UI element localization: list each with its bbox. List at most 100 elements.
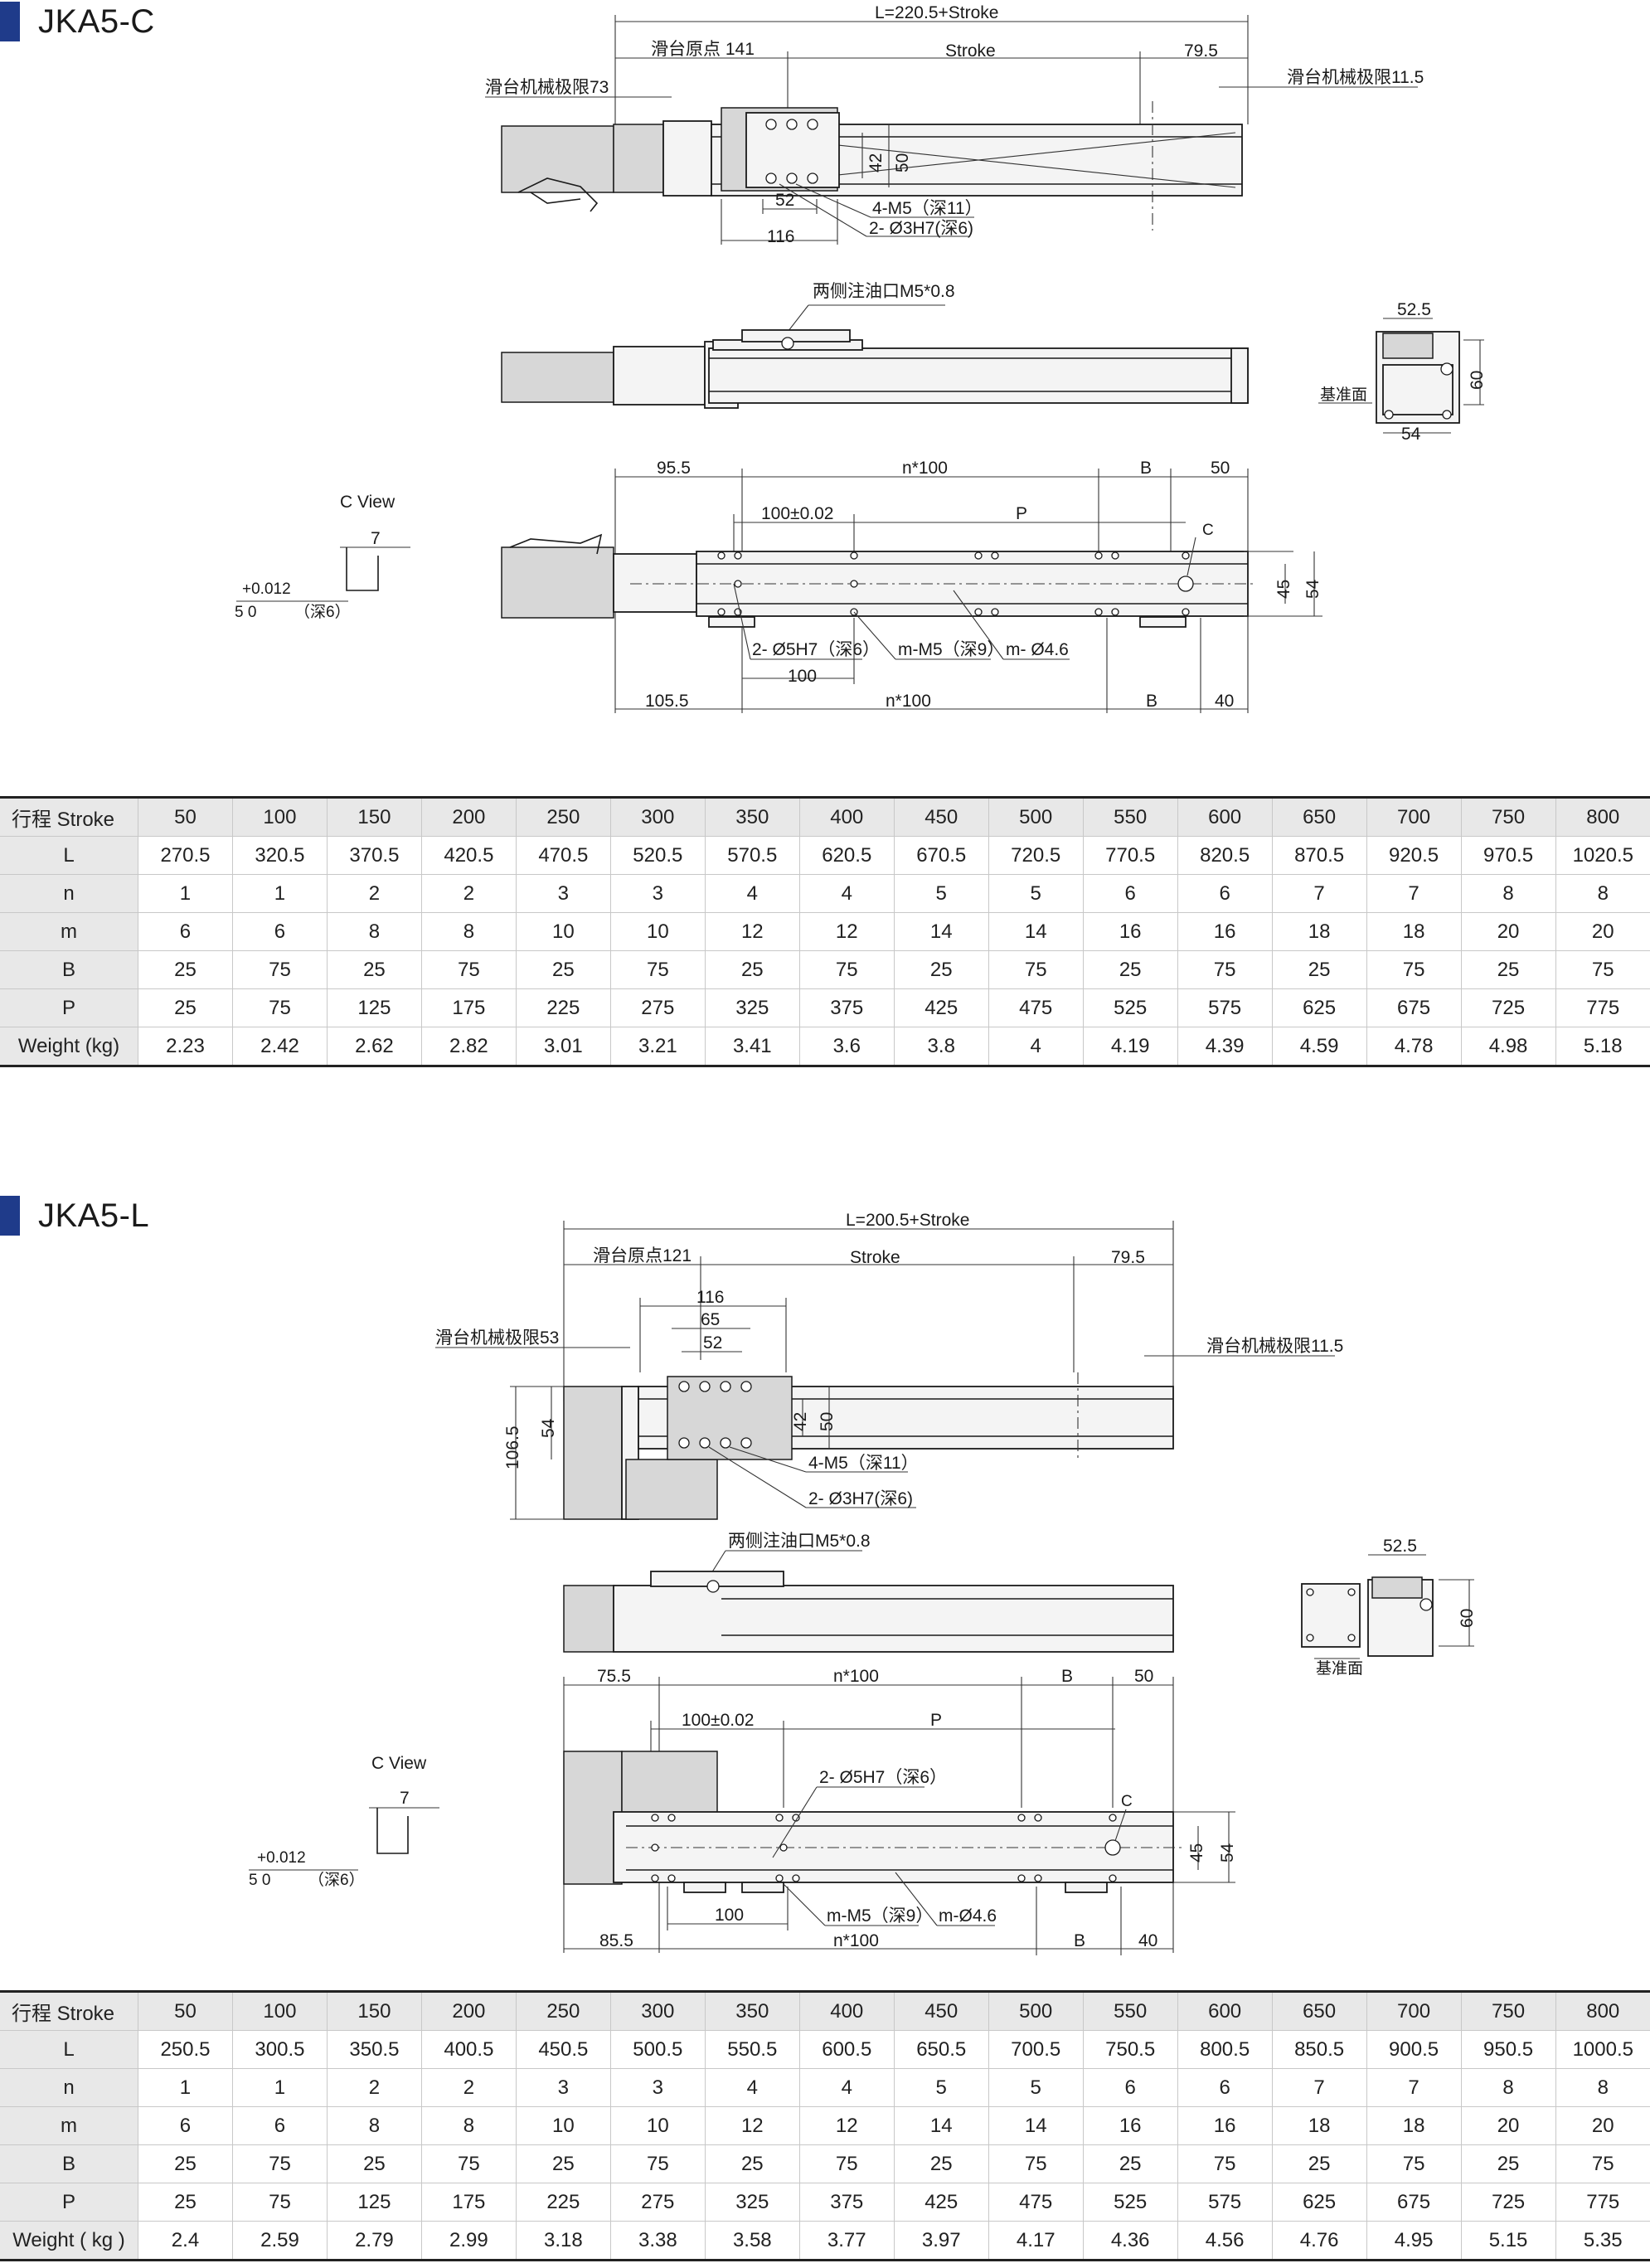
table-cell: 3.8	[894, 1027, 989, 1066]
table-cell: 2.23	[138, 1027, 233, 1066]
dim-top-right: 50	[1134, 1667, 1153, 1686]
table-cell: 625	[1272, 988, 1367, 1027]
dim-P: P	[1016, 504, 1027, 523]
table-cell: 75	[232, 950, 328, 989]
table-cell: 375	[799, 988, 895, 1027]
table-cell: 325	[705, 2183, 800, 2222]
dim-bot-left: 85.5	[599, 1931, 633, 1950]
table-cell: 18	[1366, 2106, 1462, 2145]
oil-port	[706, 1580, 720, 1593]
table-cell: 12	[799, 912, 895, 951]
table-cell: 6	[1083, 2068, 1178, 2107]
table-cell: 850.5	[1272, 2030, 1367, 2069]
table-cell: 14	[894, 2106, 989, 2145]
dim-w65: 65	[701, 1310, 720, 1329]
row-label: P	[0, 988, 138, 1027]
table-cell: 3.01	[516, 1027, 611, 1066]
row-label: Weight (kg)	[0, 1027, 138, 1066]
row-label: L	[0, 836, 138, 875]
table-cell: 18	[1366, 912, 1462, 951]
c-view: C View 7 +0.012 5 0 （深6）	[249, 1754, 439, 1889]
table-cell: 8	[421, 912, 517, 951]
dim-h42: 42	[866, 153, 886, 172]
table-cell: 370.5	[327, 836, 422, 875]
table-cell: 5.18	[1583, 1034, 1623, 1057]
note-dowel: 2- Ø5H7（深6）	[752, 640, 880, 659]
table-cell: 4	[705, 874, 800, 913]
table-cell: 700.5	[988, 2030, 1084, 2069]
row-label: B	[0, 2144, 138, 2183]
table-cell: 720.5	[988, 836, 1084, 875]
table-cell: 3	[516, 2068, 611, 2107]
note-oil: 两侧注油口M5*0.8	[813, 282, 955, 301]
dim-cview-7: 7	[400, 1789, 410, 1808]
stroke-cell: 100	[232, 797, 328, 837]
table-cell: 25	[1272, 2144, 1367, 2183]
table-cell: 75	[1555, 950, 1650, 989]
table-cell: 920.5	[1366, 836, 1462, 875]
table-cell: 275	[610, 2183, 706, 2222]
stroke-cell: 400	[799, 797, 895, 837]
dim-w52: 52	[703, 1333, 722, 1353]
dim-h54: 54	[1303, 579, 1322, 599]
dim-cview-depth: （深6）	[294, 603, 351, 621]
table-cell: 6	[1177, 2068, 1273, 2107]
stroke-cell: 700	[1366, 797, 1462, 837]
table-cell: 75	[1366, 950, 1462, 989]
dim-cview-depth: （深6）	[308, 1871, 365, 1889]
table-cell: 7	[1366, 874, 1462, 913]
table-cell: 20	[1461, 912, 1556, 951]
table-cell: 25	[516, 950, 611, 989]
dim-pitch: 100±0.02	[761, 504, 833, 523]
bottom-view: 95.5 n*100 B 50 100±0.02 P C	[501, 459, 1322, 713]
table-cell: 7	[1366, 2068, 1462, 2107]
table-cell: 500.5	[610, 2030, 706, 2069]
dim-h106: 106.5	[503, 1425, 522, 1469]
table-cell: 820.5	[1177, 836, 1273, 875]
dim-origin: 滑台原点 141	[651, 40, 755, 59]
row-label: Weight ( kg )	[0, 2221, 138, 2261]
motor-bottom	[501, 546, 614, 619]
row-label: m	[0, 2106, 138, 2145]
table-cell: 350.5	[327, 2030, 422, 2069]
table-cell: 275	[610, 988, 706, 1027]
table-cell: 650.5	[894, 2030, 989, 2069]
dim-end-w: 52.5	[1383, 1537, 1417, 1556]
section-title: JKA5-C	[0, 0, 155, 43]
stroke-cell: 150	[327, 797, 422, 837]
table-cell: 600.5	[799, 2030, 895, 2069]
table-cell: 25	[138, 950, 233, 989]
dim-right-end: 79.5	[1184, 41, 1218, 61]
table-cell: 420.5	[421, 836, 517, 875]
table-cell: 5.35	[1583, 2228, 1623, 2251]
stroke-cell: 200	[421, 1991, 517, 2031]
table-cell: 75	[1366, 2144, 1462, 2183]
motor-side	[563, 1585, 614, 1653]
dim-pitch: 100±0.02	[682, 1711, 754, 1730]
motor-bottom	[563, 1751, 623, 1885]
table-cell: 8	[1555, 2068, 1650, 2107]
note-mhole: m-Ø4.6	[939, 1906, 997, 1926]
table-cell: 450.5	[516, 2030, 611, 2069]
table-cell: 775	[1555, 2183, 1650, 2222]
table-cell: 4.39	[1177, 1027, 1273, 1066]
table-cell: 525	[1083, 988, 1178, 1027]
section-jka5-l: JKA5-L L=200.5+Stroke 滑台原点121 Stroke 79.…	[0, 1194, 1650, 2268]
table-cell: 1	[138, 2068, 233, 2107]
table-cell: 375	[799, 2183, 895, 2222]
dim-w116: 116	[767, 227, 794, 246]
section-jka5-c: JKA5-C L=220.5+Stroke 滑台原点 141 Stroke 79…	[0, 0, 1650, 1095]
stroke-cell: 50	[138, 797, 233, 837]
table-cell: 5	[894, 2068, 989, 2107]
table-cell: 3.21	[610, 1027, 706, 1066]
table-cell: 25	[1461, 950, 1556, 989]
row-label: B	[0, 950, 138, 989]
dim-h50: 50	[818, 1412, 837, 1431]
label-datum: 基准面	[1320, 386, 1367, 404]
stroke-cell: 650	[1272, 797, 1367, 837]
table-cell: 75	[799, 2144, 895, 2183]
